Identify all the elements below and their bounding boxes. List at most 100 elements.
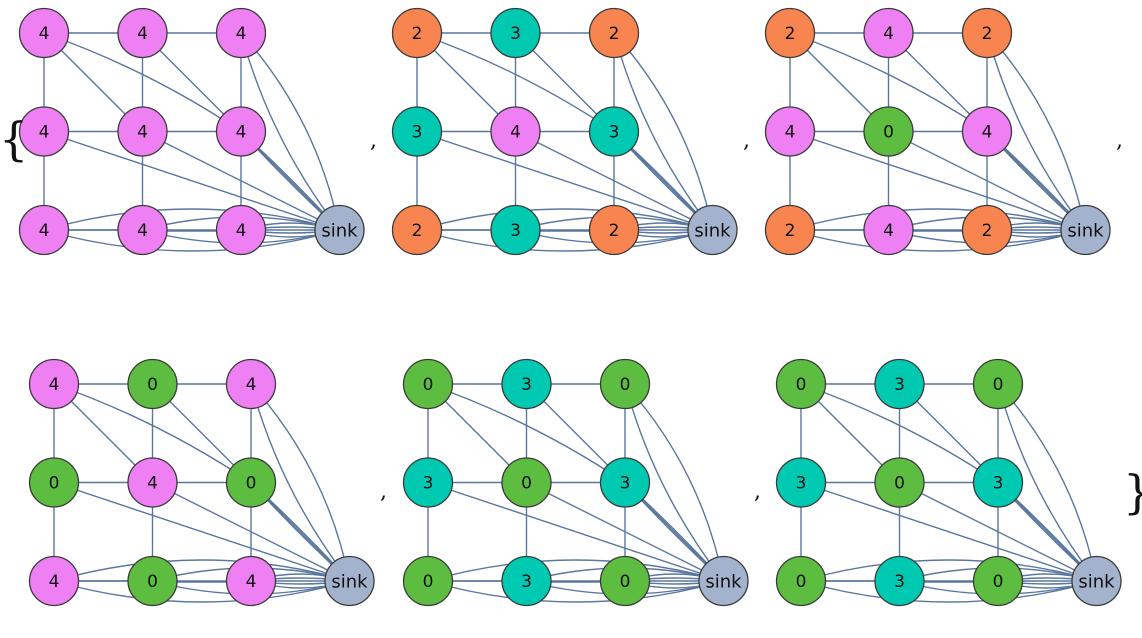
vertex-node: 4 [18,204,70,256]
graph-edge [240,32,341,231]
vertex-node: 4 [18,7,70,59]
vertex-circle [127,555,178,607]
vertex-value: 4 [49,375,60,395]
vertex-circle [599,457,651,508]
vertex-value: 0 [796,375,807,395]
open-brace: { [0,112,28,166]
graph-edge [789,32,988,133]
graph-edge [416,229,713,252]
vertex-circle [863,7,914,59]
vertex-circle [874,358,925,410]
vertex-node: 0 [599,555,651,607]
vertex-value: 2 [609,24,620,44]
vertex-value: 3 [521,375,532,395]
vertex-circle [490,7,541,59]
vertex-circle [863,204,914,256]
graph-edge [888,130,1086,231]
graph-edge [427,580,724,603]
vertex-circle [588,7,640,59]
close-brace: } [1123,465,1142,519]
separator-comma: , [743,128,750,153]
vertex-value: 4 [49,572,60,592]
graph-edge [43,130,340,231]
vertex-circle [391,106,443,157]
vertex-circle [972,555,1024,607]
vertex-node: 3 [501,555,552,607]
vertex-circle [18,7,70,59]
sink-label: sink [705,572,742,593]
vertex-circle [972,358,1024,410]
vertex-node: 0 [874,457,925,508]
graph-edge [43,229,340,252]
sink-node: sink [687,204,738,256]
sink-circle [698,555,749,607]
vertex-node: 3 [972,457,1024,508]
vertex-value: 4 [39,24,50,44]
vertex-circle [599,555,651,607]
graph-edge [997,383,1098,582]
vertex-value: 2 [785,24,796,44]
vertex-node: 0 [863,106,914,157]
vertex-node: 0 [972,555,1024,607]
vertex-node: 2 [961,7,1013,59]
graph-edge [515,130,713,231]
vertex-value: 2 [609,221,620,241]
graph-edge [526,481,724,582]
graph-edges [416,32,714,252]
vertex-node: 4 [215,7,267,59]
graph-edge [800,580,1097,603]
sink-node: sink [314,204,365,256]
vertex-node: 2 [391,7,443,59]
vertex-circle [972,457,1024,508]
vertex-node: 4 [127,457,178,508]
vertex-value: 4 [236,24,247,44]
vertex-node: 4 [117,204,168,256]
vertex-value: 0 [993,572,1004,592]
graph-edge [250,383,351,582]
vertex-circle [961,7,1013,59]
vertex-value: 4 [39,123,50,143]
vertex-circle [215,204,267,256]
vertex-value: 3 [894,572,905,592]
graph-edge [53,383,252,484]
vertex-circle [28,555,80,607]
vertex-circle [599,358,651,410]
vertex-circle [874,555,925,607]
vertex-value: 0 [620,375,631,395]
vertex-circle [18,204,70,256]
graph-edge [416,32,615,133]
vertex-value: 2 [785,221,796,241]
vertex-circle [215,7,267,59]
graph-edges [800,383,1098,603]
vertex-circle [775,555,827,607]
graph-edge [250,383,351,582]
vertex-circle [764,106,816,157]
graph-edges [427,383,725,603]
vertex-circle [225,457,277,508]
vertex-circle [961,106,1013,157]
vertex-value: 3 [620,474,631,494]
vertex-node: 0 [225,457,277,508]
vertex-node: 4 [117,7,168,59]
graph-edge [624,383,725,582]
vertex-value: 0 [423,572,434,592]
graph-edge [53,559,350,582]
vertex-value: 0 [883,123,894,143]
vertex-node: 2 [764,204,816,256]
vertex-value: 4 [883,24,894,44]
vertex-node: 4 [863,7,914,59]
graph-edge [800,559,1097,582]
vertex-node: 4 [215,106,267,157]
vertex-node: 3 [874,358,925,410]
vertex-circle [225,555,277,607]
vertex-node: 4 [490,106,541,157]
vertex-circle [225,358,277,410]
vertex-circle [588,204,640,256]
vertex-value: 4 [137,24,148,44]
